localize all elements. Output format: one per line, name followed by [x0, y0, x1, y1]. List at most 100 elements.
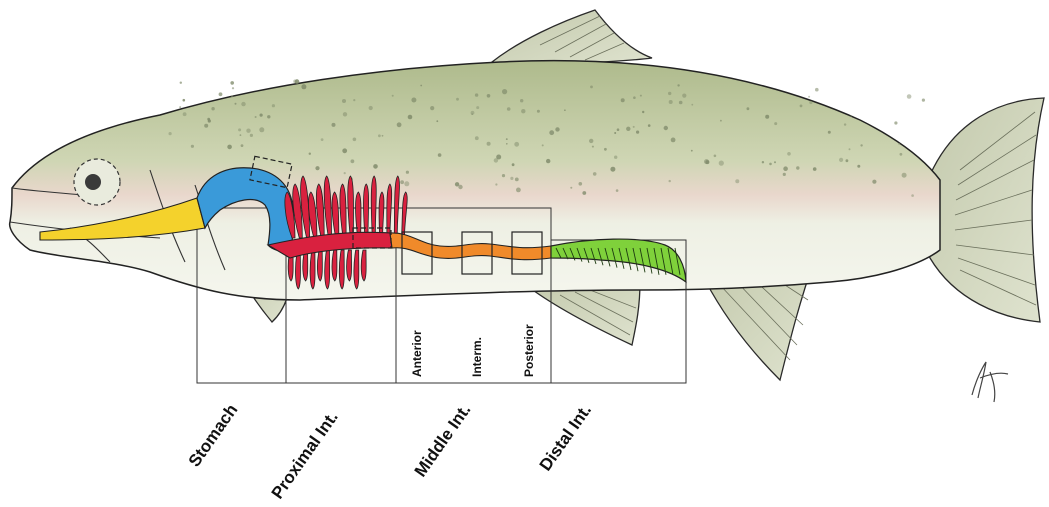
- speckle: [614, 156, 617, 159]
- speckle: [907, 94, 912, 99]
- speckle: [720, 120, 722, 122]
- speckle: [765, 115, 769, 119]
- fish-body: [10, 61, 940, 300]
- proximal-label: Proximal Int.: [268, 408, 342, 502]
- speckle: [180, 82, 182, 84]
- middle-label: Middle Int.: [411, 401, 475, 481]
- speckle: [796, 166, 799, 169]
- speckle: [610, 167, 615, 172]
- speckle: [204, 124, 208, 128]
- speckle: [246, 129, 250, 133]
- speckle: [614, 132, 616, 134]
- speckle: [219, 92, 223, 96]
- speckle: [604, 148, 607, 151]
- speckle: [476, 106, 479, 109]
- speckle: [471, 111, 475, 115]
- speckle: [321, 138, 324, 141]
- speckle: [191, 145, 194, 148]
- speckle: [272, 104, 275, 107]
- speckle: [373, 164, 378, 169]
- speckle: [762, 161, 764, 163]
- speckle: [241, 144, 244, 147]
- stomach-label: Stomach: [185, 401, 242, 471]
- speckle: [301, 84, 306, 89]
- speckle: [344, 172, 346, 174]
- speckle: [648, 124, 651, 127]
- speckle: [227, 145, 232, 150]
- speckle: [787, 152, 791, 156]
- speckle: [813, 167, 817, 171]
- speckle: [230, 81, 234, 85]
- speckle: [774, 122, 777, 125]
- speckle: [783, 173, 786, 176]
- speckle: [456, 98, 459, 101]
- speckle: [617, 128, 620, 131]
- speckle: [510, 177, 513, 180]
- speckle: [342, 148, 347, 153]
- speckle: [260, 114, 263, 117]
- caecum-upper: [371, 176, 376, 238]
- speckle: [430, 106, 434, 110]
- speckle: [857, 165, 860, 168]
- speckle: [846, 159, 849, 162]
- caecum-lower: [325, 250, 330, 289]
- speckle: [179, 106, 181, 108]
- speckle: [259, 127, 264, 132]
- speckle: [353, 138, 357, 142]
- speckle: [640, 95, 642, 97]
- speckle: [900, 153, 903, 156]
- speckle: [898, 143, 900, 145]
- speckle: [579, 182, 583, 186]
- caecum-lower: [339, 250, 344, 289]
- speckle: [590, 86, 593, 89]
- speckle: [475, 93, 478, 96]
- speckle: [815, 88, 819, 92]
- speckle: [589, 139, 593, 143]
- speckle: [677, 84, 679, 86]
- caecum-lower: [310, 250, 315, 289]
- speckle: [408, 115, 413, 120]
- caecum-upper: [363, 184, 368, 238]
- speckle: [506, 143, 508, 145]
- speckle: [406, 171, 409, 174]
- speckle: [747, 107, 750, 110]
- speckle: [420, 85, 422, 87]
- speckle: [783, 166, 788, 171]
- speckle: [537, 110, 540, 113]
- speckle: [309, 153, 311, 155]
- artist-signature: [972, 362, 1008, 402]
- speckle: [592, 146, 594, 148]
- speckle: [351, 159, 355, 163]
- speckle: [808, 96, 810, 98]
- speckle: [679, 101, 683, 105]
- speckle: [520, 99, 523, 102]
- speckle: [494, 158, 498, 162]
- speckle: [507, 107, 511, 111]
- speckle: [860, 144, 862, 146]
- distal-label: Distal Int.: [536, 401, 595, 475]
- speckle: [902, 173, 907, 178]
- speckle: [436, 120, 438, 122]
- speckle: [211, 107, 214, 110]
- speckle: [238, 128, 241, 131]
- speckle: [267, 115, 270, 118]
- speckle: [207, 118, 210, 121]
- caecum-lower: [354, 250, 359, 289]
- speckle: [232, 87, 234, 89]
- speckle: [691, 150, 693, 152]
- speckle: [378, 134, 381, 137]
- speckle: [455, 182, 459, 186]
- speckle: [353, 99, 355, 101]
- speckle: [633, 126, 635, 128]
- speckle: [502, 174, 505, 177]
- speckle: [549, 130, 554, 135]
- speckle: [487, 94, 491, 98]
- speckle: [582, 191, 586, 195]
- speckle: [616, 189, 619, 192]
- posterior-label: Posterior: [522, 324, 536, 377]
- speckle: [411, 98, 416, 103]
- speckle: [516, 188, 521, 193]
- speckle: [495, 183, 497, 185]
- speckle: [438, 153, 442, 157]
